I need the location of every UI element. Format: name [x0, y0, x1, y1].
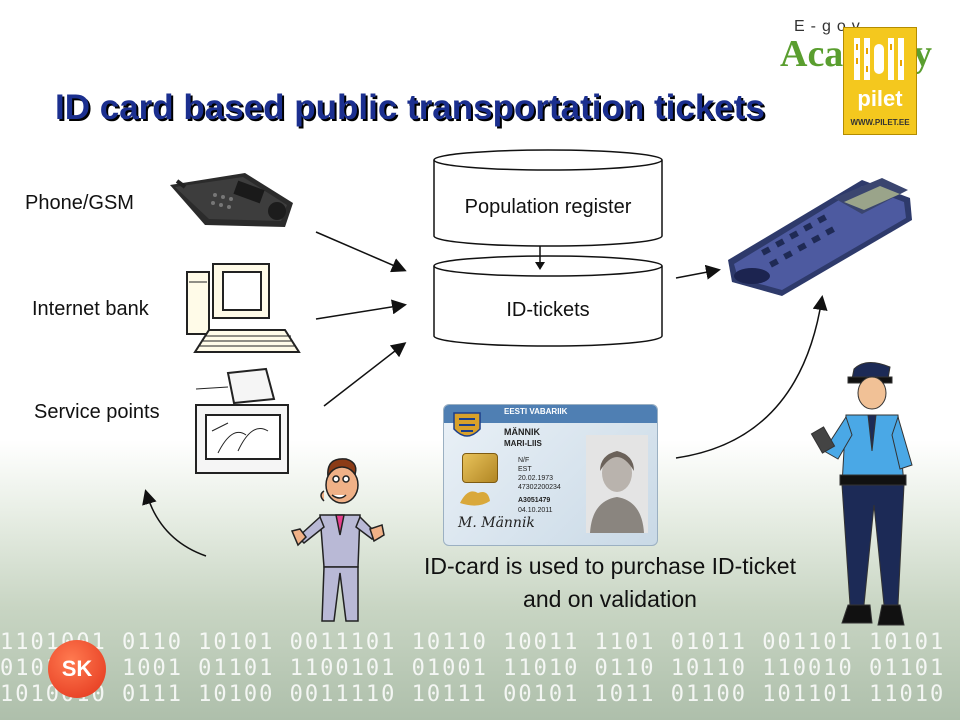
slide-title: ID card based public transportation tick… [55, 88, 765, 127]
caption-line-1: ID-card is used to purchase ID-ticket [424, 553, 796, 579]
database-label-id-tickets: ID-tickets [506, 299, 590, 321]
pilet-logo-word: pilet [857, 86, 903, 111]
channel-label-phone: Phone/GSM [25, 192, 134, 214]
database-label-population-register: Population register [464, 196, 632, 218]
caption: ID-card is used to purchase ID-ticket an… [380, 550, 840, 616]
inspector-figure [810, 362, 913, 626]
binary-row: 1101001 0110 10101 0011101 10110 10011 1… [0, 630, 960, 655]
validator-device-icon [728, 178, 912, 296]
pilet-logo: pilet WWW.PILET.EE [843, 27, 917, 135]
coat-of-arms-icon [453, 412, 481, 437]
computer-icon [186, 263, 301, 353]
channel-label-service-points: Service points [34, 401, 160, 423]
id-card-given-name: MARI-LIIS [504, 439, 542, 448]
pilet-pattern-icon [854, 38, 904, 80]
service-point-icon [195, 367, 289, 474]
caption-line-2: and on validation [523, 586, 697, 612]
phone-icon [170, 173, 293, 227]
id-card-valid-until: 04.10.2011 [518, 507, 553, 514]
id-card-sex: N/F [518, 457, 530, 464]
lion-emblem-icon [460, 491, 490, 506]
binary-pattern: 1101001 0110 10101 0011101 10110 10011 1… [0, 630, 960, 720]
chip-icon [462, 453, 498, 483]
binary-row: 1010010 0111 10100 0011110 10111 00101 1… [0, 682, 960, 707]
sk-logo: SK [48, 640, 106, 698]
customer-figure [290, 458, 385, 622]
id-card-image: EESTI VABARIIK MÄNNIK MARI-LIIS N/F EST … [443, 404, 658, 546]
id-card-id-code: 47302200234 [518, 484, 561, 491]
id-card-country: EESTI VABARIIK [504, 407, 568, 416]
id-card-doc-number: A3051479 [518, 497, 551, 504]
id-card-surname: MÄNNIK [504, 427, 540, 437]
binary-row: 0101110 1001 01101 1100101 01001 11010 0… [0, 656, 960, 681]
channel-label-internet-bank: Internet bank [32, 298, 149, 320]
pilet-logo-url: WWW.PILET.EE [850, 118, 910, 127]
id-card-photo [586, 435, 648, 533]
id-card-birth-date: 20.02.1973 [518, 475, 554, 482]
database-diagram [433, 149, 663, 347]
id-card-nationality: EST [518, 466, 532, 473]
id-card-signature: M. Männik [458, 515, 535, 531]
